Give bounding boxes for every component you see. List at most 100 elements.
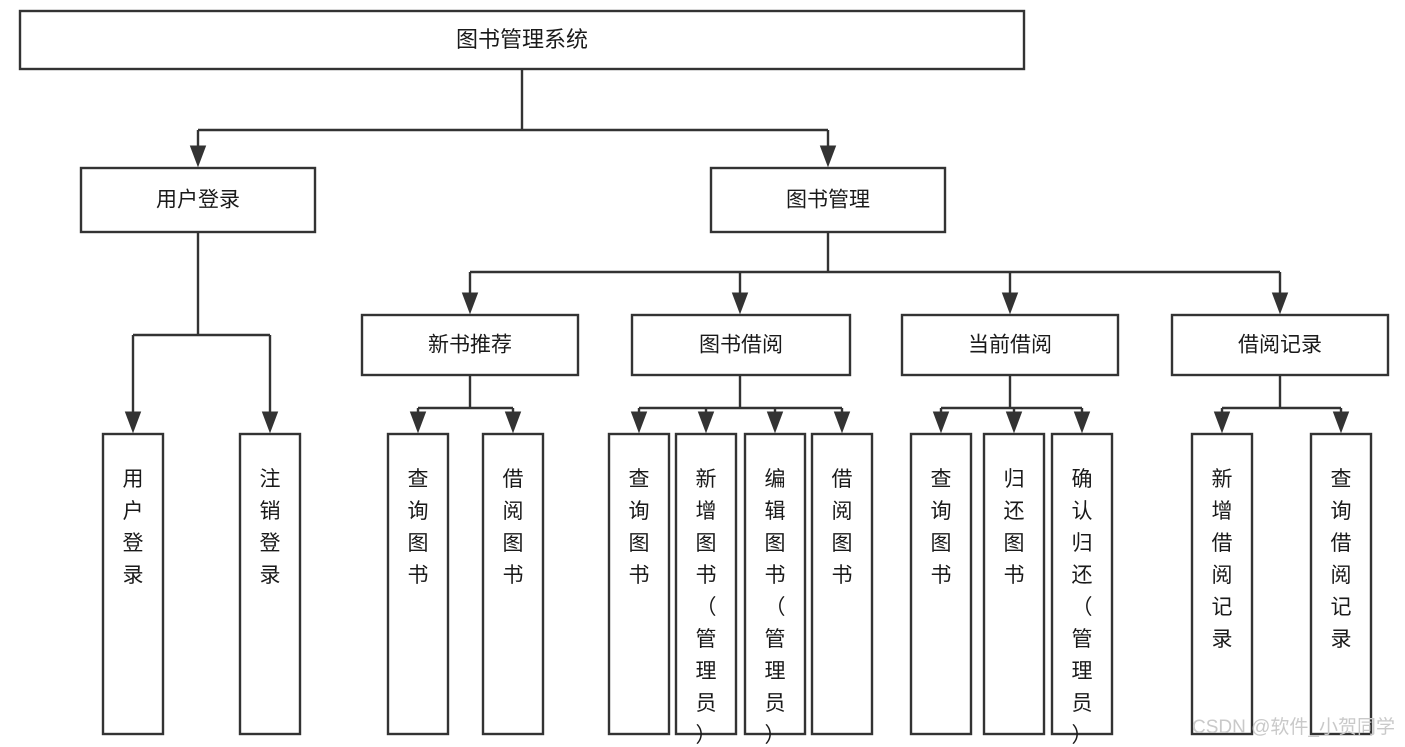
- level3-new-book-recommend-label: 新书推荐: [428, 334, 512, 357]
- user-login-leaf-arrow-0-head: [124, 411, 142, 434]
- leaf-leaf-return-book-box[interactable]: [982, 432, 1046, 736]
- level2-book-management-box[interactable]: [709, 166, 947, 234]
- root-root-box[interactable]: [18, 9, 1026, 71]
- leaf-leaf-query-book-current-label-char: 询: [931, 500, 952, 523]
- leaf-leaf-borrow-book-recommend-label-char: 图: [503, 532, 524, 555]
- leaf-leaf-confirm-return-admin-label-char: 归: [1072, 532, 1093, 555]
- leaf-leaf-add-book-admin-label-char: （: [696, 596, 717, 619]
- leaf-leaf-add-book-admin-label-char: 增: [696, 500, 717, 523]
- leaf-leaf-add-borrow-record-label-char: 借: [1212, 532, 1233, 555]
- book-management-branch-arrow-1-head: [731, 292, 749, 315]
- leaf-leaf-user-login-box[interactable]: [101, 432, 165, 736]
- leaf-leaf-edit-book-admin-label-char: 理: [765, 660, 786, 683]
- node-borrow-record[interactable]: 借阅记录: [1170, 313, 1390, 377]
- level3-borrow-record-box[interactable]: [1170, 313, 1390, 377]
- borrow-record-leaf-arrow-0-head: [1213, 411, 1231, 434]
- leaf-leaf-edit-book-admin-label-char: 编: [765, 468, 786, 491]
- leaf-leaf-add-book-admin-label-char: 理: [696, 660, 717, 683]
- leaf-leaf-query-borrow-record-label-char: 查: [1331, 468, 1352, 491]
- leaf-leaf-user-login-label-char: 录: [123, 564, 144, 587]
- leaf-leaf-borrow-book-label-char: 借: [832, 468, 853, 491]
- level3-book-borrow-box[interactable]: [630, 313, 852, 377]
- current-borrow-leaf-arrow-2-head: [1073, 411, 1091, 434]
- leaf-leaf-add-borrow-record-box[interactable]: [1190, 432, 1254, 736]
- leaf-leaf-edit-book-admin-label-char: ）: [765, 724, 786, 747]
- leaf-leaf-confirm-return-admin-label-char: 认: [1072, 500, 1093, 523]
- node-user-login[interactable]: 用户登录: [79, 166, 317, 234]
- leaf-leaf-query-book-current-box[interactable]: [909, 432, 973, 736]
- level3-current-borrow-box[interactable]: [900, 313, 1120, 377]
- watermark-layer: CSDN @软件_小贺同学: [1192, 716, 1395, 738]
- leaf-leaf-add-borrow-record-label-char: 记: [1212, 596, 1233, 619]
- leaf-leaf-borrow-book-recommend-box[interactable]: [481, 432, 545, 736]
- leaf-leaf-add-book-admin-label-char: ）: [696, 724, 717, 747]
- leaf-leaf-query-borrow-record-box[interactable]: [1309, 432, 1373, 736]
- leaf-leaf-borrow-book-recommend-label-char: 书: [503, 564, 524, 587]
- leaf-leaf-borrow-book-box[interactable]: [810, 432, 874, 736]
- leaf-leaf-borrow-book-label-char: 阅: [832, 500, 853, 523]
- node-current-borrow[interactable]: 当前借阅: [900, 313, 1120, 377]
- node-root[interactable]: 图书管理系统: [18, 9, 1026, 71]
- user-login-leaf-arrow-1-head: [261, 411, 279, 434]
- current-borrow-leaf-arrow-1-head: [1005, 411, 1023, 434]
- leaf-leaf-edit-book-admin-label-char: 管: [765, 628, 786, 651]
- leaf-leaf-user-login-label-char: 用: [123, 468, 144, 491]
- new-book-recommend-leaf-arrow-1-head: [504, 411, 522, 434]
- leaf-leaf-borrow-book-label-char: 书: [832, 564, 853, 587]
- node-new-book-recommend[interactable]: 新书推荐: [360, 313, 580, 377]
- leaf-leaf-confirm-return-admin-label-char: 员: [1072, 692, 1093, 715]
- book-borrow-leaf-arrow-3-head: [833, 411, 851, 434]
- leaf-leaf-query-book-current-label-char: 查: [931, 468, 952, 491]
- leaf-leaf-confirm-return-admin-box[interactable]: [1050, 432, 1114, 736]
- csdn-watermark: CSDN @软件_小贺同学: [1192, 716, 1395, 738]
- node-book-management[interactable]: 图书管理: [709, 166, 947, 234]
- level3-new-book-recommend-box[interactable]: [360, 313, 580, 377]
- connector-layer: [124, 69, 1350, 434]
- leaf-leaf-query-book-borrow-box[interactable]: [607, 432, 671, 736]
- leaf-leaf-edit-book-admin-label-char: 图: [765, 532, 786, 555]
- leaf-leaf-query-book-recommend-label-char: 询: [408, 500, 429, 523]
- root-root-label: 图书管理系统: [456, 27, 588, 52]
- leaf-leaf-return-book-label-char: 归: [1004, 468, 1025, 491]
- leaf-leaf-add-borrow-record-label-char: 新: [1212, 468, 1233, 491]
- leaf-leaf-confirm-return-admin-label-char: 确: [1072, 468, 1093, 491]
- leaf-leaf-logout-label-char: 登: [260, 532, 281, 555]
- leaf-leaf-return-book-label-char: 图: [1004, 532, 1025, 555]
- leaf-leaf-add-book-admin-label-char: 图: [696, 532, 717, 555]
- leaf-leaf-add-book-admin-label-char: 管: [696, 628, 717, 651]
- leaf-leaf-confirm-return-admin-label-char: 理: [1072, 660, 1093, 683]
- leaf-leaf-edit-book-admin-label-char: 书: [765, 564, 786, 587]
- leaf-leaf-edit-book-admin-box[interactable]: [743, 432, 807, 736]
- node-book-borrow[interactable]: 图书借阅: [630, 313, 852, 377]
- leaf-leaf-add-borrow-record-label-char: 录: [1212, 628, 1233, 651]
- leaf-leaf-query-book-borrow-label-char: 图: [629, 532, 650, 555]
- leaf-leaf-add-book-admin-box[interactable]: [674, 432, 738, 736]
- leaf-leaf-query-book-borrow-label-char: 查: [629, 468, 650, 491]
- leaf-leaf-borrow-book-recommend-label-char: 借: [503, 468, 524, 491]
- leaf-leaf-user-login-label-char: 登: [123, 532, 144, 555]
- leaf-leaf-confirm-return-admin-label-char: 管: [1072, 628, 1093, 651]
- leaf-leaf-return-book-label-char: 书: [1004, 564, 1025, 587]
- leaf-leaf-logout-label-char: 注: [260, 468, 281, 491]
- node-leaf-user-login[interactable]: 用户登录: [101, 432, 165, 736]
- book-management-branch-arrow-2-head: [1001, 292, 1019, 315]
- leaf-leaf-query-book-recommend-box[interactable]: [386, 432, 450, 736]
- borrow-record-leaf-arrow-1-head: [1332, 411, 1350, 434]
- level2-user-login-box[interactable]: [79, 166, 317, 234]
- leaf-leaf-query-book-recommend-label-char: 图: [408, 532, 429, 555]
- leaf-leaf-logout-box[interactable]: [238, 432, 302, 736]
